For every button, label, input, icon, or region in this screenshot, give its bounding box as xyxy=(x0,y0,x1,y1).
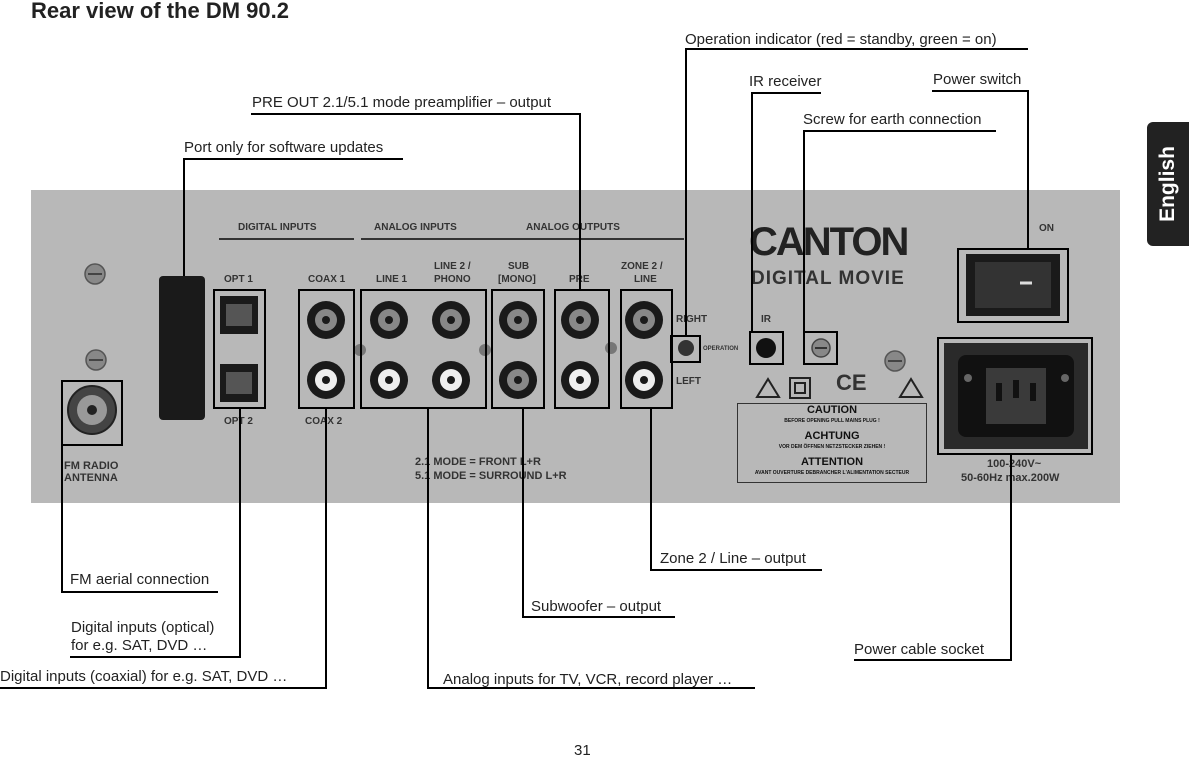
opt1-socket-inner xyxy=(226,304,252,326)
coax1-jack xyxy=(307,301,345,339)
zone2-right-jack xyxy=(625,301,663,339)
caution-subtext: BEFORE OPENING PULL MAINS PLUG ! xyxy=(784,418,880,424)
fm-aerial-label: FM aerial connection xyxy=(70,571,210,588)
subwoofer-output-label: Subwoofer – output xyxy=(531,598,662,615)
sub-box xyxy=(491,289,545,409)
ce-mark: CE xyxy=(836,370,867,395)
language-tab: English xyxy=(1147,122,1189,246)
earth-screw-icon xyxy=(811,338,831,358)
fm-antenna-socket xyxy=(67,385,117,435)
voltage-text: 100-240V~ xyxy=(987,458,1042,470)
line1-label: LINE 1 xyxy=(376,274,408,285)
sub-jack-1 xyxy=(499,301,537,339)
coax2-jack xyxy=(307,361,345,399)
divider xyxy=(361,238,511,240)
opt2-label: OPT 2 xyxy=(224,416,253,427)
pre-left-jack xyxy=(561,361,599,399)
earth-screw-label: Screw for earth connection xyxy=(803,111,982,128)
coax1-label: COAX 1 xyxy=(308,274,346,285)
callout-boxes xyxy=(61,248,1093,455)
coaxial-label: Digital inputs (coaxial) for e.g. SAT, D… xyxy=(0,668,288,685)
fm-radio-label: FM RADIO xyxy=(64,460,119,472)
caution-text: CAUTION xyxy=(806,404,858,416)
warning-triangle-icon xyxy=(755,377,781,398)
fm-antenna-label: ANTENNA xyxy=(64,472,118,484)
ir-box xyxy=(749,331,784,365)
attention-text: ATTENTION xyxy=(800,456,864,468)
lightning-warning-icon xyxy=(898,377,924,398)
software-port-label: Port only for software updates xyxy=(184,139,384,156)
double-insulation-icon xyxy=(789,377,811,399)
sub-jack-2 xyxy=(499,361,537,399)
right-label: RIGHT xyxy=(676,314,708,325)
device-rear-panel: DIGITAL INPUTS ANALOG INPUTS ANALOG OUTP… xyxy=(31,190,1120,503)
brand-logo: CANTON xyxy=(749,220,909,264)
attention-subtext: AVANT OUVERTURE DEBRANCHER L'ALIMENTATIO… xyxy=(754,470,910,476)
achtung-subtext: VOR DEM ÖFFNEN NETZSTECKER ZIEHEN ! xyxy=(778,444,886,450)
opt1-label: OPT 1 xyxy=(224,274,253,285)
screw-icon xyxy=(85,349,107,371)
analog-outputs-header: ANALOG OUTPUTS xyxy=(526,222,620,233)
line1-left-jack xyxy=(370,361,408,399)
mono-label: [MONO] xyxy=(498,274,536,285)
line2-left-jack xyxy=(432,361,470,399)
screw-icon xyxy=(84,263,106,285)
ir-receiver-window xyxy=(756,338,776,358)
opt2-socket-inner xyxy=(226,372,252,394)
pre-right-jack xyxy=(561,301,599,339)
mode-51-text: 5.1 MODE = SURROUND L+R xyxy=(415,470,567,482)
analog-inputs-header: ANALOG INPUTS xyxy=(374,222,457,233)
coax2-label: COAX 2 xyxy=(305,416,343,427)
power-socket-box xyxy=(937,337,1093,455)
operation-led xyxy=(678,340,694,356)
zone2-output-label: Zone 2 / Line – output xyxy=(660,550,806,567)
optical-label-line1: Digital inputs (optical) xyxy=(71,619,215,636)
zone2-label: ZONE 2 / xyxy=(621,261,663,272)
left-label: LEFT xyxy=(676,376,701,387)
power-switch-label: Power switch xyxy=(933,71,1022,88)
preout-label: PRE OUT 2.1/5.1 mode preamplifier – outp… xyxy=(252,94,552,111)
line2-right-jack xyxy=(432,301,470,339)
earth-box xyxy=(803,331,838,365)
line-label: LINE xyxy=(634,274,657,285)
fm-box xyxy=(61,380,123,446)
power-cable-label: Power cable socket xyxy=(854,641,985,658)
screw-icon xyxy=(605,342,617,354)
power-switch-box xyxy=(957,248,1069,323)
divider xyxy=(494,238,684,240)
brand-subtitle: DIGITAL MOVIE xyxy=(751,268,905,289)
sub-label: SUB xyxy=(508,261,530,272)
divider xyxy=(219,238,354,240)
ir-label: IR xyxy=(761,314,771,325)
analog-inputs-box xyxy=(360,289,487,409)
digital-inputs-header: DIGITAL INPUTS xyxy=(238,222,317,233)
zone2-left-jack xyxy=(625,361,663,399)
optical-label-line2: for e.g. SAT, DVD … xyxy=(71,637,208,654)
phono-label: PHONO xyxy=(434,274,471,285)
page-title: Rear view of the DM 90.2 xyxy=(31,0,289,23)
leader-lines xyxy=(0,48,1029,689)
operation-indicator-label: Operation indicator (red = standby, gree… xyxy=(685,31,997,48)
page-number: 31 xyxy=(574,742,591,759)
screw-icon xyxy=(884,350,906,372)
line2-label: LINE 2 / xyxy=(434,261,471,272)
achtung-text: ACHTUNG xyxy=(804,430,860,442)
ir-receiver-label: IR receiver xyxy=(749,73,822,90)
warning-plate: CAUTION BEFORE OPENING PULL MAINS PLUG !… xyxy=(737,403,927,483)
pre-box xyxy=(554,289,610,409)
operation-label: OPERATION xyxy=(703,346,739,352)
mode-21-text: 2.1 MODE = FRONT L+R xyxy=(415,456,541,468)
on-label: ON xyxy=(1039,223,1054,234)
line1-right-jack xyxy=(370,301,408,339)
analog-inputs-label: Analog inputs for TV, VCR, record player… xyxy=(443,671,733,688)
software-update-port xyxy=(159,276,205,420)
